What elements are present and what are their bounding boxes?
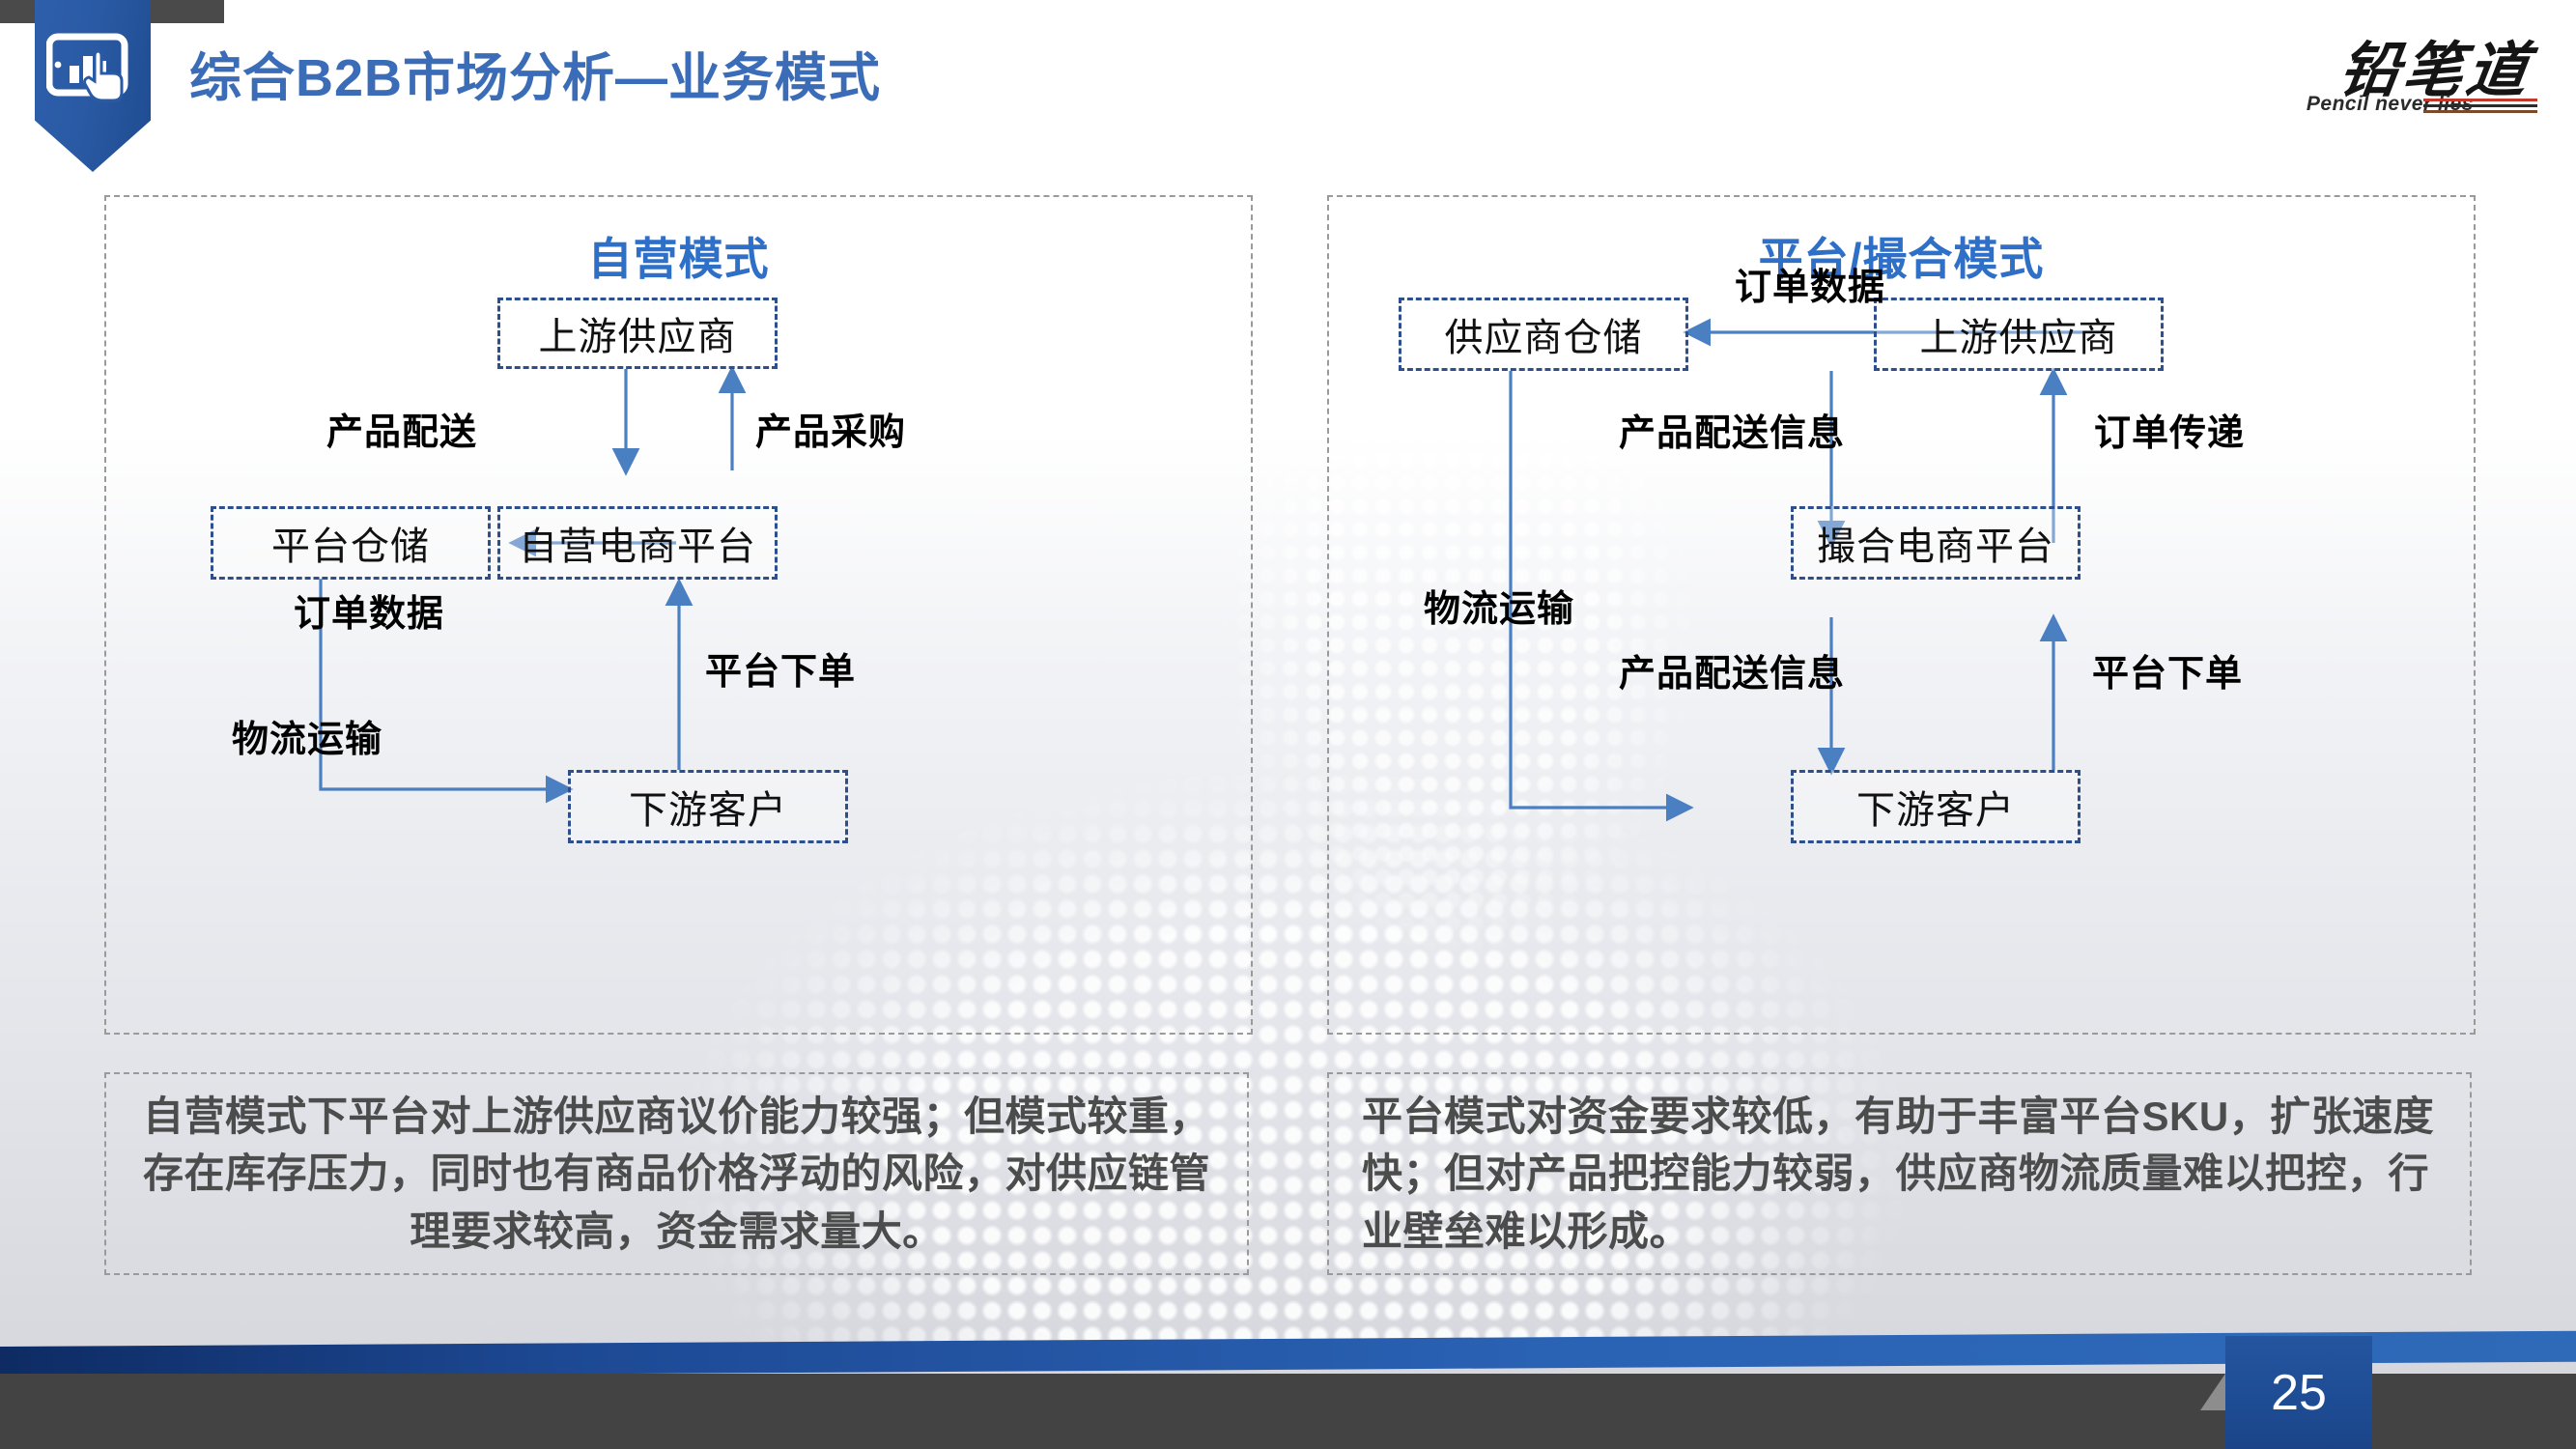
caption-text: 自营模式下平台对上游供应商议价能力较强；但模式较重，存在库存压力，同时也有商品价… <box>142 1093 1210 1254</box>
node-matching-platform[interactable]: 撮合电商平台 <box>1791 506 2081 580</box>
page-tab-notch <box>2200 1374 2225 1410</box>
brand-logo: 铅笔道 Pencil never lies <box>2251 17 2541 131</box>
node-label: 自营电商平台 <box>519 526 756 568</box>
panel-title-self-operated: 自营模式 <box>587 234 770 284</box>
node-label: 撮合电商平台 <box>1817 526 2054 568</box>
panel-self-operated: 自营模式 上游供应商 平台仓 <box>104 195 1253 1035</box>
node-downstream-customer[interactable]: 下游客户 <box>568 770 848 843</box>
caption-platform-matching: 平台模式对资金要求较低，有助于丰富平台SKU，扩张速度快；但对产品把控能力较弱，… <box>1327 1072 2472 1275</box>
node-self-operated-platform[interactable]: 自营电商平台 <box>497 506 778 580</box>
caption-self-operated: 自营模式下平台对上游供应商议价能力较强；但模式较重，存在库存压力，同时也有商品价… <box>104 1072 1249 1275</box>
page-number: 25 <box>2271 1364 2327 1421</box>
node-label: 下游客户 <box>629 789 787 832</box>
node-label: 供应商仓储 <box>1444 317 1643 359</box>
node-upstream-supplier[interactable]: 上游供应商 <box>1874 298 2164 371</box>
edge-label-platform-order: 平台下单 <box>705 652 857 693</box>
footer-dark-bar <box>0 1374 2576 1449</box>
panel-title-platform-matching: 平台/撮合模式 <box>1758 234 2045 284</box>
edge-label-order-data: 订单数据 <box>1735 268 1886 308</box>
edge-label-logistics: 物流运输 <box>1424 589 1575 630</box>
edge-label-order-data: 订单数据 <box>294 594 445 635</box>
panel-platform-matching: 平台/撮合模式 供应商仓 <box>1327 195 2476 1035</box>
caption-text: 平台模式对资金要求较低，有助于丰富平台SKU，扩张速度快；但对产品把控能力较弱，… <box>1362 1093 2435 1254</box>
node-label: 下游客户 <box>1856 789 2015 832</box>
page-number-tab: 25 <box>2225 1336 2372 1449</box>
node-upstream-supplier[interactable]: 上游供应商 <box>497 298 778 369</box>
node-label: 上游供应商 <box>1919 317 2118 359</box>
edge-label-platform-order: 平台下单 <box>2092 654 2244 695</box>
edge-label-product-delivery-info-lower: 产品配送信息 <box>1619 654 1846 695</box>
tablet-bar-chart-hand-icon <box>46 33 128 102</box>
page-title: 综合B2B市场分析—业务模式 <box>189 49 882 107</box>
edge-label-product-delivery-info-upper: 产品配送信息 <box>1619 413 1846 454</box>
node-downstream-customer[interactable]: 下游客户 <box>1791 770 2081 843</box>
node-label: 平台仓储 <box>271 526 430 568</box>
footer-blue-bar <box>0 1330 2576 1378</box>
node-label: 上游供应商 <box>538 316 737 358</box>
brand-underline-rules <box>2423 99 2537 116</box>
edge-label-logistics: 物流运输 <box>232 720 383 760</box>
brand-tagline: Pencil never lies <box>2306 93 2474 115</box>
node-supplier-warehouse[interactable]: 供应商仓储 <box>1399 298 1688 371</box>
edge-label-product-procurement: 产品采购 <box>755 412 907 453</box>
node-platform-warehouse[interactable]: 平台仓储 <box>211 506 491 580</box>
edge-label-order-transfer: 订单传递 <box>2094 413 2246 454</box>
edge-label-product-delivery: 产品配送 <box>326 412 478 453</box>
